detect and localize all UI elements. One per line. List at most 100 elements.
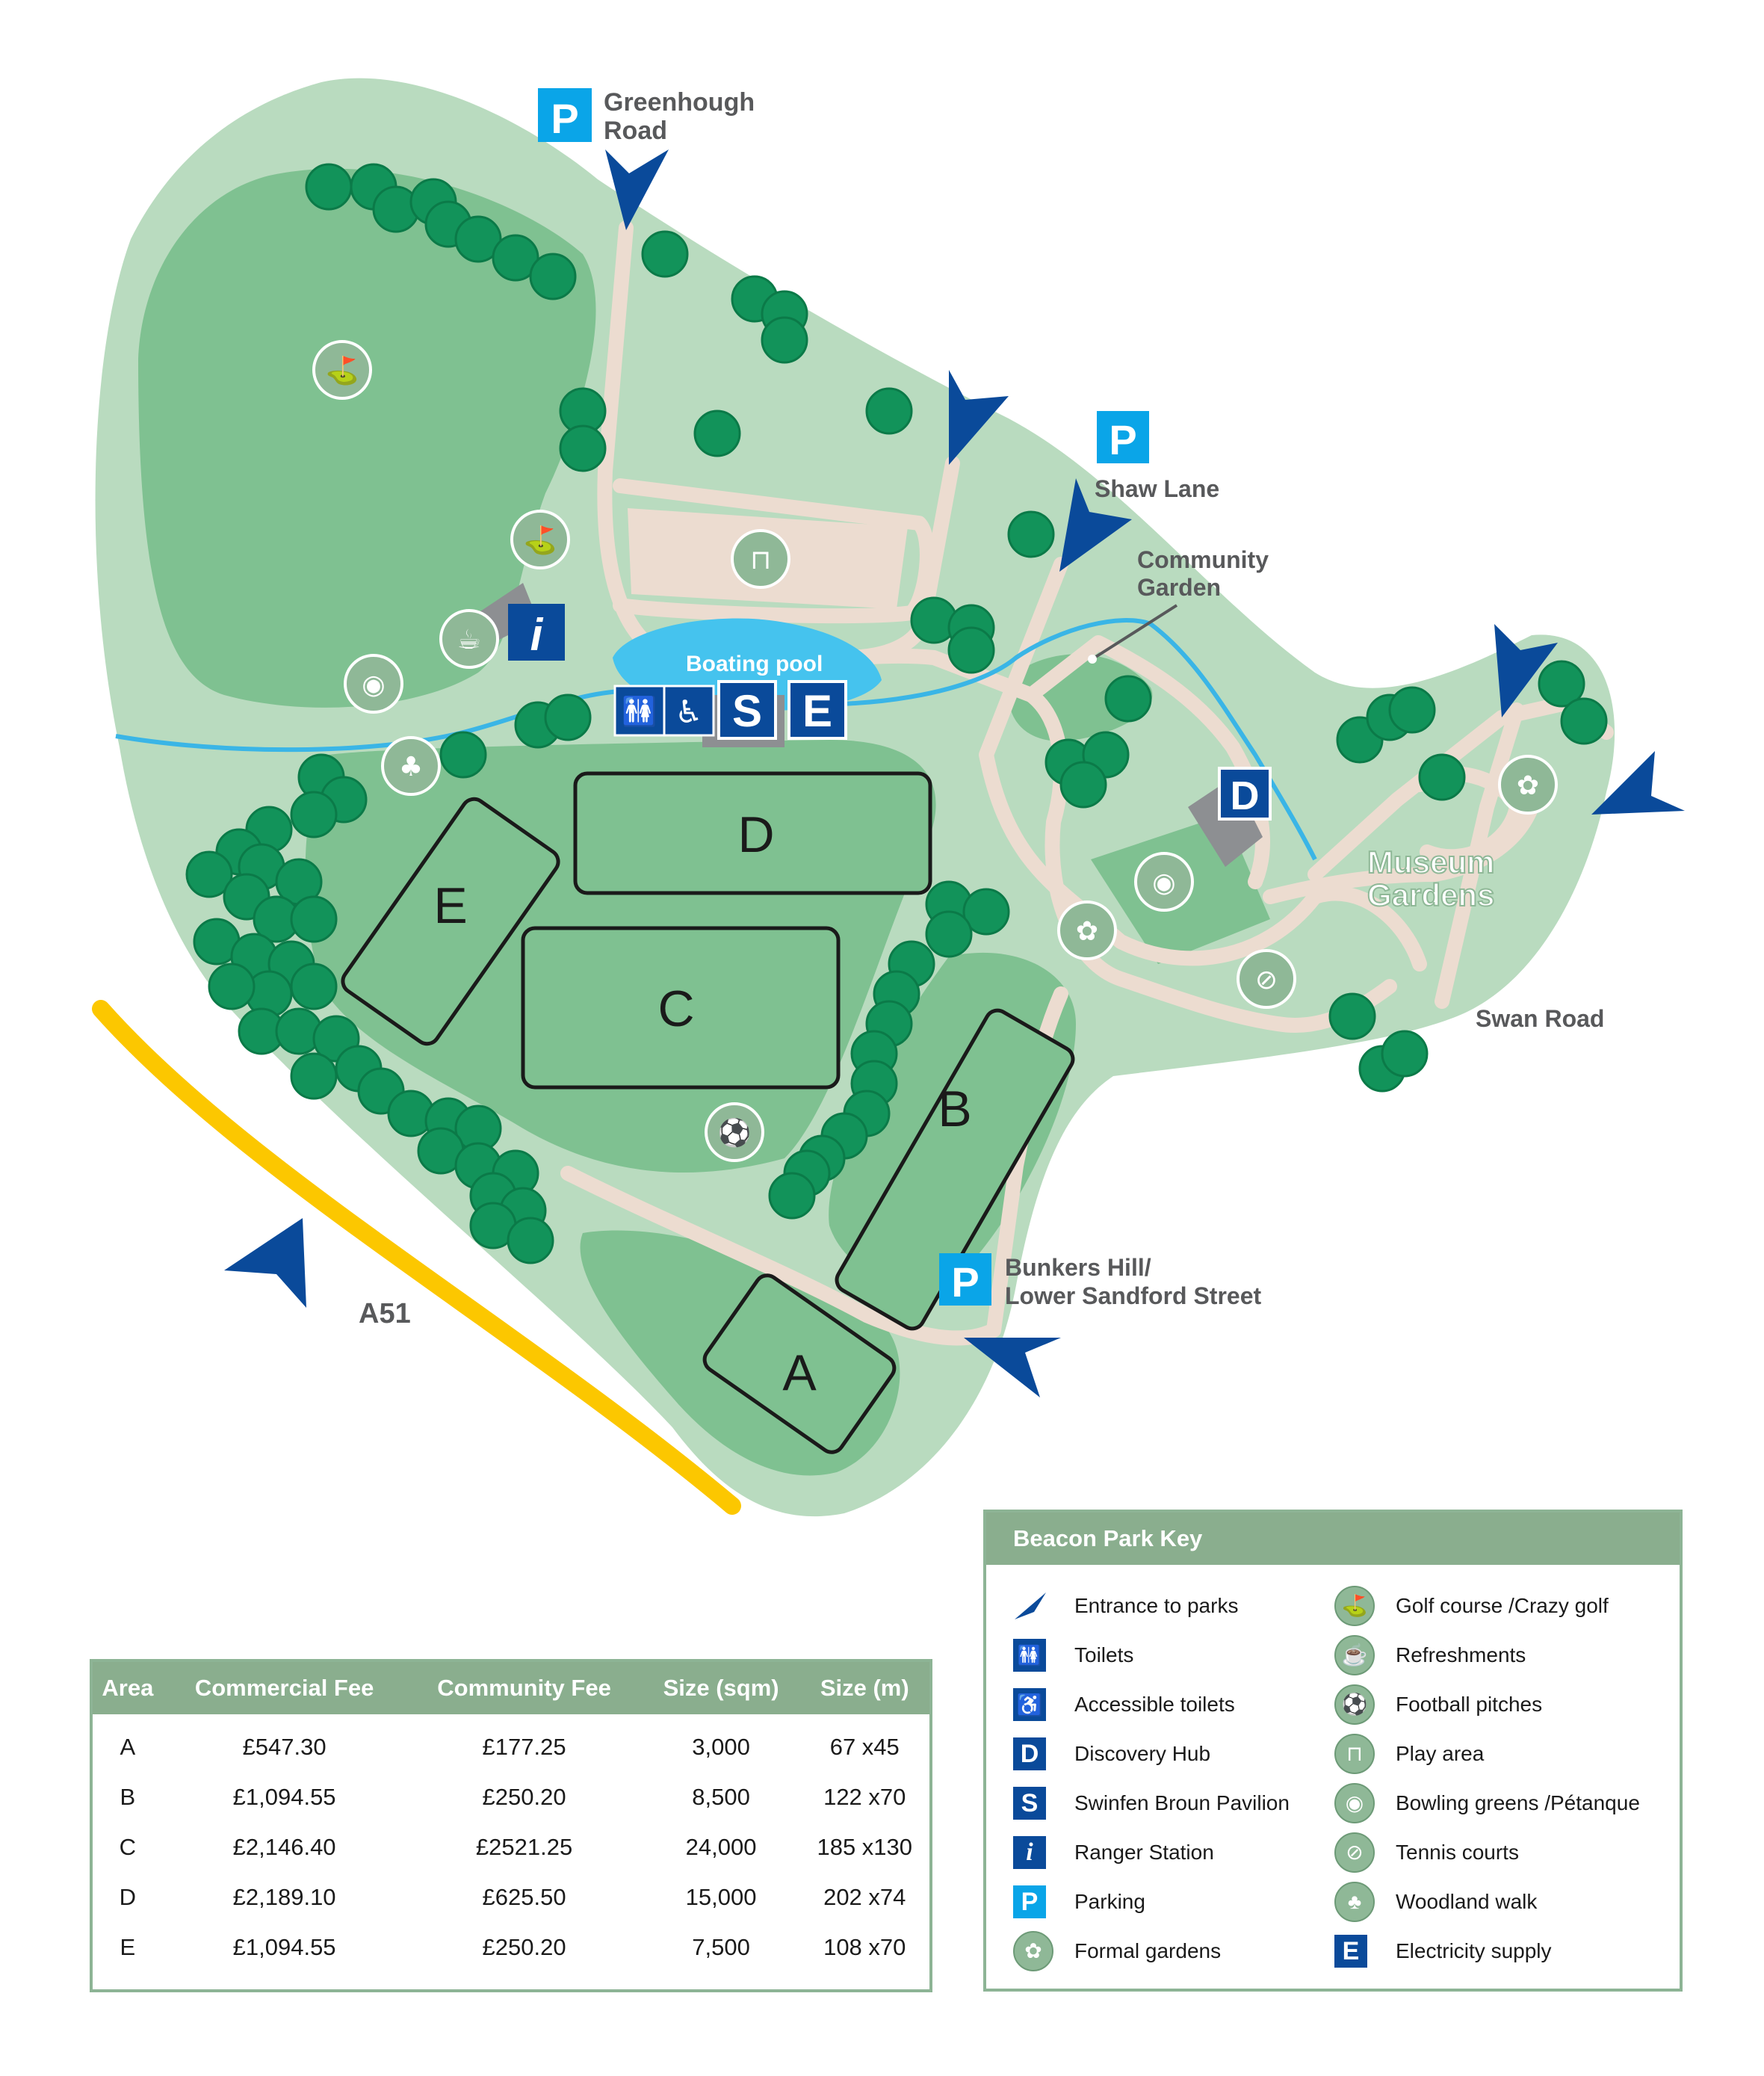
header-community-fee: Community Fee [406,1662,643,1714]
electricity-icon: E [1334,1930,1382,1973]
tree [1418,753,1466,801]
parking-icon: P [1013,1880,1061,1924]
tree [185,850,233,898]
area-a-letter: A [782,1344,817,1401]
football-icon: ⚽ [705,1102,764,1162]
tree [290,1052,338,1100]
tree [507,1217,554,1264]
bowling-icon: ◉ [1134,852,1194,912]
table-cell: £2,146.40 [232,1833,336,1860]
ranger-station-sign: i [508,604,565,661]
area-e-outline [341,797,560,1046]
key-item: ☕ Refreshments [1334,1631,1640,1680]
key-item: E Electricity supply [1334,1927,1640,1976]
area-d-letter: D [737,806,774,863]
tree [290,895,338,943]
boating-pool-label: Boating pool [686,652,823,676]
table-cell: A [120,1733,136,1760]
electricity-sign: E [787,680,847,740]
key-item: P Parking [1013,1877,1290,1927]
parking-sign-bunkers-hill: P [939,1253,991,1306]
tree [641,230,689,278]
svg-text:✿: ✿ [1076,916,1098,947]
tree [768,1172,816,1220]
hire-areas [341,771,1075,1454]
tree [865,387,913,435]
area-c-outline [521,926,841,1090]
svg-text:◉: ◉ [362,670,385,700]
tennis-icon: ⊘ [1334,1831,1382,1874]
table-cell: £1,094.55 [232,1933,336,1960]
a51-label: A51 [359,1298,411,1329]
tree [439,731,487,779]
svg-text:♣: ♣ [399,752,423,782]
key-column-left: Entrance to parks 🚻 Toilets ♿ Accessible… [1013,1581,1290,1976]
park-map: D C E B A P P P i D 🚻 [92,78,1685,1517]
table-cell: 67 x45 [829,1733,900,1760]
svg-text:⛳: ⛳ [326,355,359,386]
key-item: ⊓ Play area [1334,1729,1640,1779]
entrance-arrow-icon [949,370,1009,465]
map-key: Beacon Park Key Entrance to parks 🚻 Toil… [983,1510,1683,1992]
table-cell: 202 x74 [823,1883,906,1910]
key-item: 🚻 Toilets [1013,1631,1290,1680]
bowling-icon: ◉ [344,654,403,714]
table-cell: 3,000 [692,1733,750,1760]
svg-text:🚻: 🚻 [622,695,657,728]
entrance-arrow-icon [964,1338,1061,1397]
tree [962,888,1010,936]
key-item: ⚽ Football pitches [1334,1680,1640,1729]
trees [185,163,1608,1264]
key-item-label: Entrance to parks [1074,1594,1239,1617]
entrance-arrows [224,149,1685,1397]
refreshments-icon: ☕ [1334,1634,1382,1677]
entrance-arrow-icon [1059,478,1132,572]
svg-text:D: D [1231,773,1260,818]
key-item-label: Formal gardens [1074,1939,1222,1962]
tree [947,626,995,674]
stream [115,618,1317,861]
svg-text:i: i [530,610,544,660]
formal-gardens-icon: ✿ [1013,1930,1061,1973]
svg-text:S: S [732,686,762,736]
accessible-toilets-icon: ♿ [1013,1683,1061,1726]
play-area-icon: ⊓ [731,529,790,589]
table-cell: 15,000 [685,1883,757,1910]
tree [544,693,592,741]
table-cell: C [119,1833,137,1860]
table-cell: D [119,1883,137,1910]
tree [925,910,973,958]
key-item: S Swinfen Broun Pavilion [1013,1779,1290,1828]
area-a-outline [702,1273,897,1454]
tree [761,316,808,364]
svg-text:◉: ◉ [1152,868,1175,898]
table-row: C £2,146.40 £2521.25 24,000 185 x130 [93,1822,929,1872]
table-cell: 8,500 [692,1783,750,1810]
ranger-station-icon: i [1013,1831,1061,1874]
tree [454,215,502,263]
fee-table-header: Area Commercial Fee Community Fee Size (… [93,1662,929,1714]
key-item: i Ranger Station [1013,1828,1290,1877]
svg-text:♿: ♿ [675,693,703,730]
tree [290,963,338,1010]
key-item-label: Golf course /Crazy golf [1396,1594,1609,1617]
tree [1538,660,1585,708]
key-item-label: Tennis courts [1396,1841,1519,1864]
svg-text:P: P [1109,416,1136,463]
tree [1388,686,1436,734]
svg-text:☕: ☕ [457,625,481,655]
entrance-arrow-icon [1494,624,1558,717]
key-column-right: ⛳ Golf course /Crazy golf ☕ Refreshments… [1334,1581,1640,1976]
key-item: Entrance to parks [1013,1581,1290,1631]
table-cell: £2521.25 [475,1833,573,1860]
table-cell: £177.25 [482,1733,566,1760]
svg-text:⚽: ⚽ [717,1117,752,1149]
key-item: ⛳ Golf course /Crazy golf [1334,1581,1640,1631]
tree [305,163,353,211]
table-row: D £2,189.10 £625.50 15,000 202 x74 [93,1872,929,1922]
svg-text:⊓: ⊓ [750,545,771,575]
key-item: ⊘ Tennis courts [1334,1828,1640,1877]
